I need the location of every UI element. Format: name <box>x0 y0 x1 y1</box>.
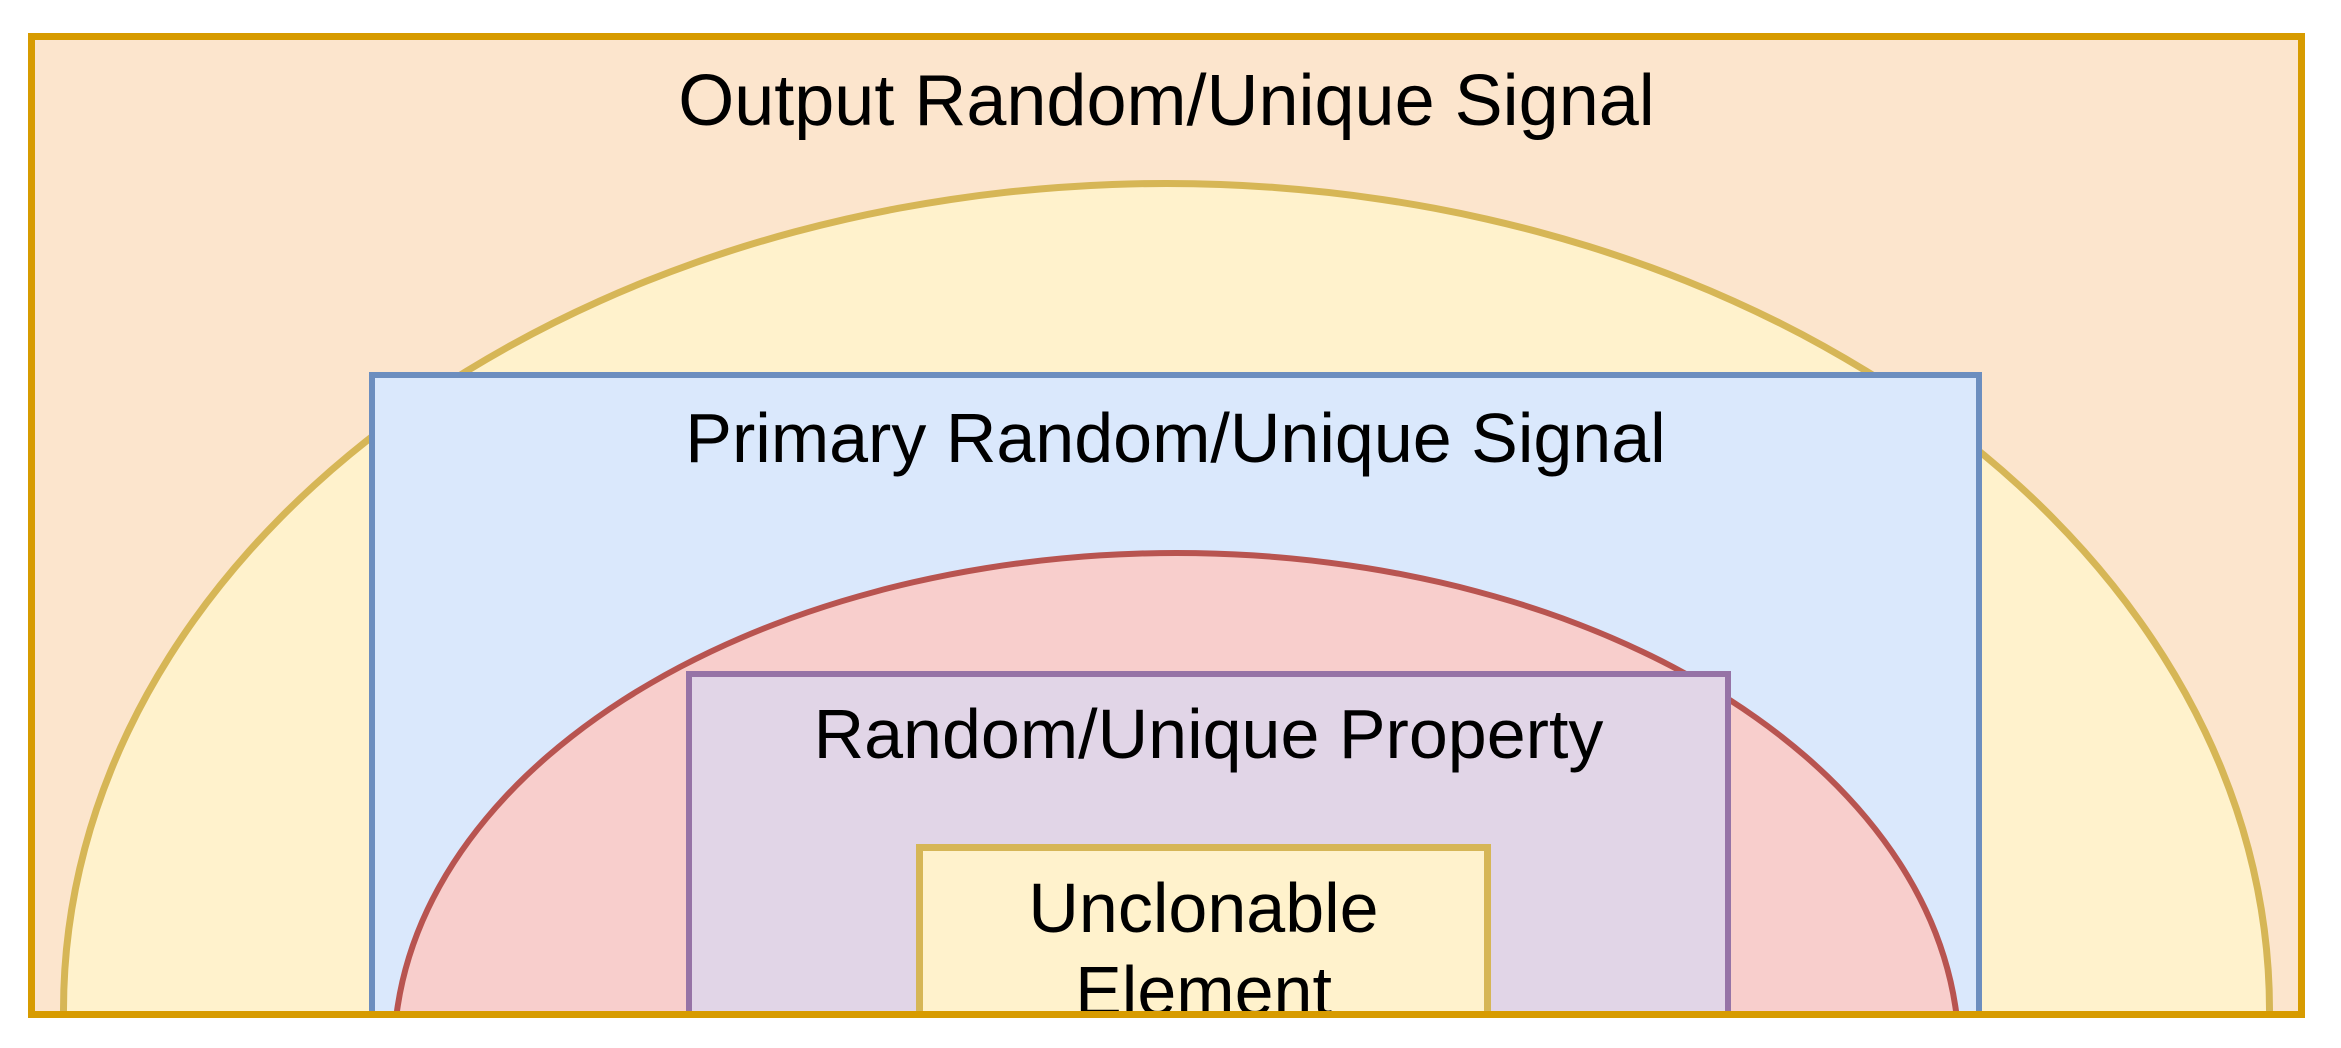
label-random-unique-property: Random/Unique Property <box>813 695 1604 773</box>
label-unclonable-element: Unclonable Element <box>923 867 1484 1018</box>
label-primary-random-unique-signal: Primary Random/Unique Signal <box>685 399 1666 477</box>
layer-random-unique-property: Random/Unique Property Unclonable Elemen… <box>686 671 1731 1018</box>
layer-output-random-unique-signal: Output Random/Unique Signal Post-Process… <box>28 33 2305 1018</box>
label-unclonable-element-line-2: Element <box>1075 951 1332 1018</box>
label-output-random-unique-signal: Output Random/Unique Signal <box>678 61 1655 141</box>
layer-primary-random-unique-signal: Primary Random/Unique Signal Extraction … <box>369 372 1982 1018</box>
label-unclonable-element-line-1: Unclonable <box>1028 869 1379 947</box>
layer-unclonable-element: Unclonable Element <box>916 844 1491 1018</box>
